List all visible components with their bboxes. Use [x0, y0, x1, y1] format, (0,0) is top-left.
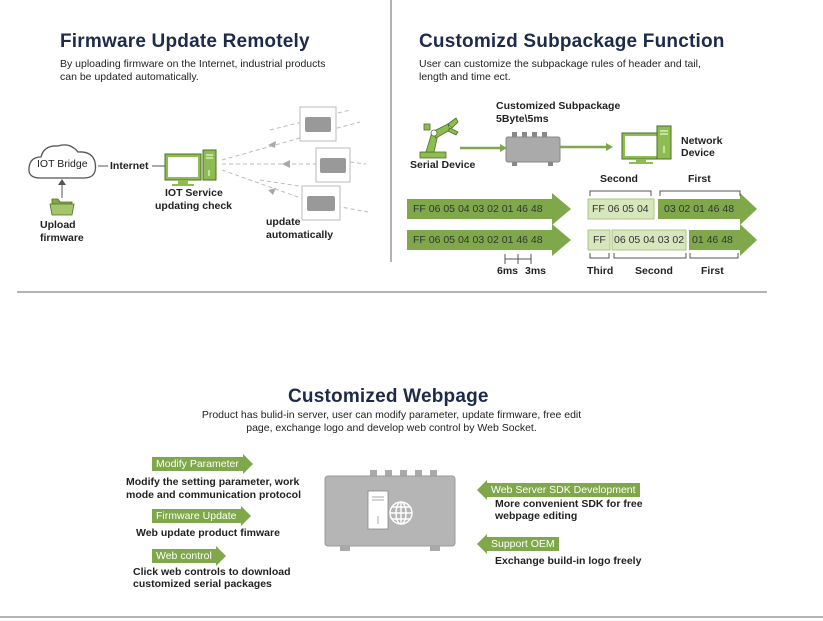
- subpackage-desc-line1: User can customize the subpackage rules …: [419, 58, 701, 70]
- timing-6ms-label: 6ms: [497, 265, 519, 277]
- internet-label: Internet: [110, 160, 149, 172]
- custom-subpackage-label-line1: Customized Subpackage: [496, 100, 621, 112]
- firmware-update-tag: Firmware Update: [152, 506, 251, 526]
- web-server-sdk-tag: Web Server SDK Development: [477, 480, 640, 500]
- subpackage-title: Customizd Subpackage Function: [419, 31, 725, 52]
- upload-arrowhead: [58, 179, 66, 185]
- network-monitor-icon: [621, 125, 672, 164]
- web-control-desc-line1: Click web controls to download: [133, 566, 291, 578]
- cloud-icon: [28, 144, 97, 179]
- packet-row2-text: FF 06 05 04 03 02 01 46 48: [413, 234, 543, 246]
- arrowhead: [268, 188, 276, 195]
- folder-icon: [49, 198, 75, 216]
- network-device-label-line1: Network: [681, 135, 723, 147]
- update-label-line2: automatically: [266, 229, 334, 241]
- chunk-first-row2: [689, 224, 757, 256]
- device-frame-3: [301, 185, 341, 221]
- row2-third-chunk-text: FF: [593, 234, 606, 246]
- row2-first-chunk-text: 01 46 48: [692, 234, 733, 246]
- oem-desc: Exchange build-in logo freely: [495, 555, 642, 567]
- firmware-title: Firmware Update Remotely: [60, 31, 310, 52]
- packet-row1-text: FF 06 05 04 03 02 01 46 48: [413, 203, 543, 215]
- packet-arrow-row2: [407, 224, 571, 256]
- subpackage-desc-line2: length and time ect.: [419, 71, 511, 83]
- support-oem-tag: Support OEM: [477, 534, 559, 554]
- modify-desc-line2: mode and communication protocol: [126, 489, 302, 501]
- custom-subpackage-label-line2: 5Byte\5ms: [496, 113, 549, 125]
- upload-label-line1: Upload: [40, 219, 76, 231]
- update-label-line1: update: [266, 216, 301, 228]
- device-frame-1: [299, 106, 337, 142]
- timing-3ms-label: 3ms: [525, 265, 547, 277]
- sdk-desc-line1: More convenient SDK for free: [495, 498, 643, 510]
- iot-bridge-label: IOT Bridge: [37, 158, 88, 170]
- serial-device-label: Serial Device: [410, 159, 476, 171]
- second-label-top: Second: [600, 173, 638, 185]
- gateway-device: [505, 132, 561, 166]
- flow-arrowhead: [500, 144, 507, 152]
- modify-parameter-tag: Modify Parameter: [152, 454, 253, 474]
- monitor-icon: [164, 149, 217, 186]
- chunk-third-row2: [587, 229, 611, 251]
- packet-arrow-row1: [407, 193, 571, 225]
- globe-icon: [389, 501, 413, 525]
- network-device-label-line2: Device: [681, 147, 715, 159]
- first-label-bottom: First: [701, 265, 724, 277]
- flow-arrowhead: [606, 143, 613, 151]
- modify-desc-line1: Modify the setting parameter, work: [126, 476, 300, 488]
- robotic-arm-icon: [419, 117, 459, 159]
- arrowhead: [268, 141, 276, 148]
- row1-second-chunk-text: FF 06 05 04: [592, 203, 649, 215]
- row1-first-chunk-text: 03 02 01 46 48: [664, 203, 735, 215]
- row2-second-chunk-text: 06 05 04 03 02: [614, 234, 685, 246]
- brace-lines: [589, 190, 741, 259]
- chunk-second-row1: [587, 198, 655, 220]
- timing-markers: [504, 254, 532, 264]
- iot-service-label-line1: IOT Service: [165, 187, 223, 199]
- web-control-tag: Web control: [152, 546, 226, 566]
- second-label-bottom: Second: [635, 265, 673, 277]
- iot-service-label-line2: updating check: [155, 200, 233, 212]
- device-frame-2: [315, 147, 351, 183]
- third-label-bottom: Third: [587, 265, 614, 277]
- upload-label-line2: firmware: [40, 232, 84, 244]
- web-control-desc-line2: customized serial packages: [133, 578, 272, 590]
- first-label-top: First: [688, 173, 711, 185]
- webpage-desc-line2: page, exchange logo and develop web cont…: [246, 422, 537, 434]
- sdk-desc-line2: webpage editing: [495, 510, 578, 522]
- firmware-desc-line1: By uploading firmware on the Internet, i…: [60, 58, 326, 70]
- chunk-first-row1: [658, 193, 757, 225]
- arrowhead: [282, 160, 290, 168]
- webpage-desc-line1: Product has bulid-in server, user can mo…: [201, 409, 582, 421]
- webpage-title: Customized Webpage: [288, 386, 489, 407]
- chunk-second-row2: [611, 229, 687, 251]
- firmware-update-desc: Web update product fimware: [136, 527, 280, 539]
- firmware-desc-line2: can be updated automatically.: [60, 71, 199, 83]
